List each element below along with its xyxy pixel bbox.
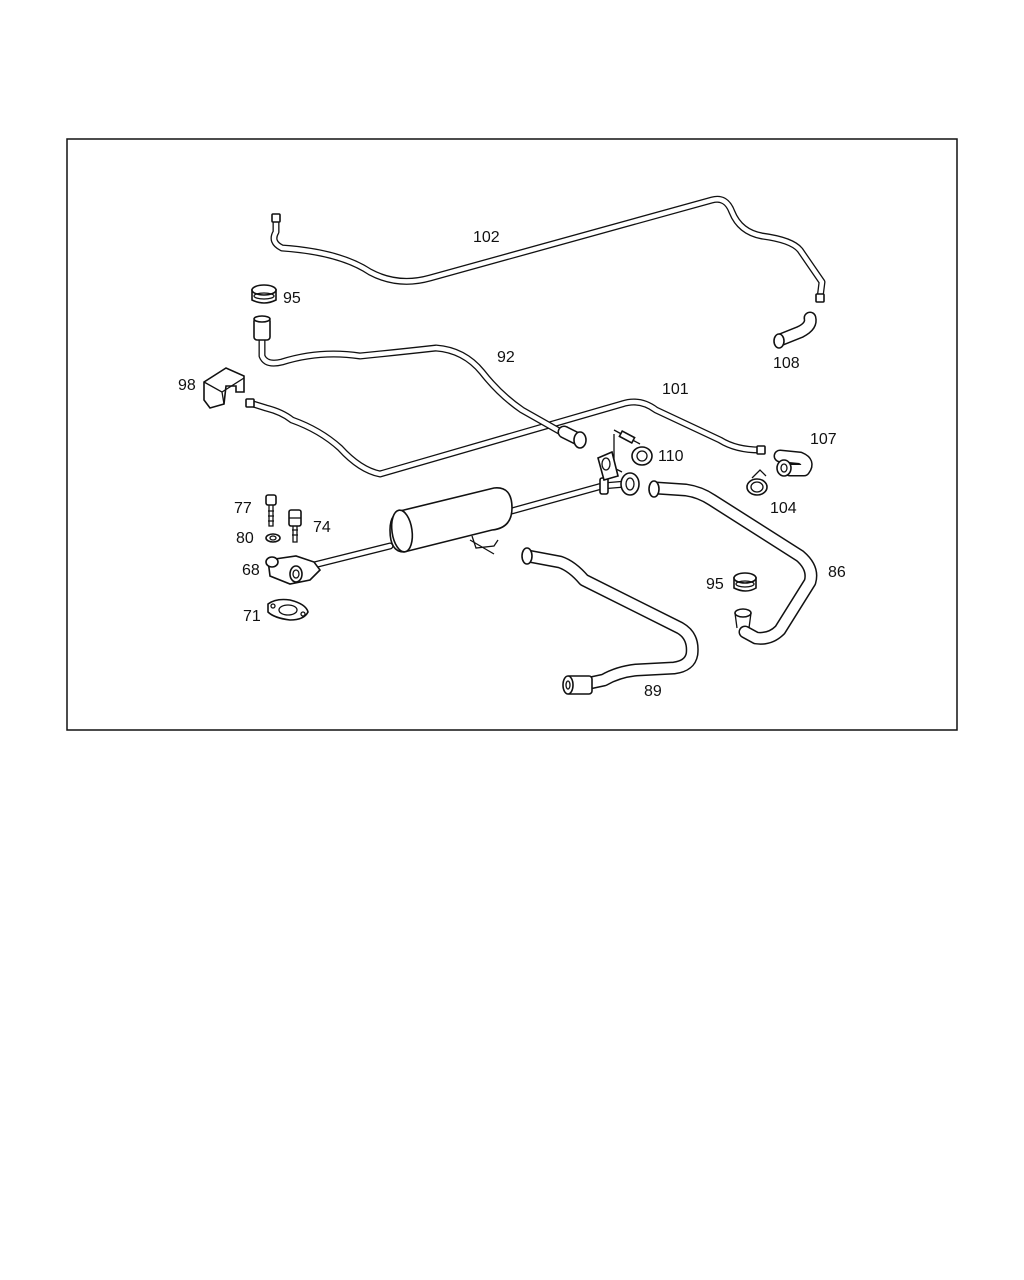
gasket-71[interactable] (267, 598, 309, 621)
hose-107[interactable] (773, 449, 813, 477)
canister[interactable] (306, 450, 640, 570)
callout-110: 110 (658, 448, 684, 465)
callout-98: 98 (178, 377, 196, 394)
callout-107: 107 (810, 431, 837, 448)
callout-95-upper: 95 (283, 290, 301, 307)
clamp-95-lower[interactable] (733, 572, 757, 592)
fitting-74[interactable] (288, 509, 302, 543)
line-101[interactable] (245, 398, 766, 478)
callout-108: 108 (773, 355, 800, 372)
callout-74: 74 (313, 519, 331, 536)
callout-86: 86 (828, 564, 846, 581)
screw-77[interactable] (265, 494, 277, 527)
washer-80[interactable] (265, 533, 281, 543)
callout-77: 77 (234, 500, 252, 517)
callout-89: 89 (644, 683, 662, 700)
callout-92: 92 (497, 349, 515, 366)
callout-80: 80 (236, 530, 254, 547)
bolt-110[interactable] (613, 429, 653, 473)
callout-104: 104 (770, 500, 797, 517)
clamp-95-upper[interactable] (251, 284, 277, 304)
block-98[interactable] (203, 367, 245, 409)
callout-95-lower: 95 (706, 576, 724, 593)
hose-108[interactable] (773, 311, 817, 349)
callout-102: 102 (473, 229, 500, 246)
hose-89[interactable] (521, 547, 699, 695)
clamp-104[interactable] (746, 469, 768, 496)
callout-68: 68 (242, 562, 260, 579)
line-92[interactable] (253, 315, 587, 449)
diagram-frame (66, 138, 958, 731)
hose-86[interactable] (648, 480, 818, 645)
callout-71: 71 (243, 608, 261, 625)
callout-101: 101 (662, 381, 689, 398)
connector-68[interactable] (265, 555, 322, 585)
line-102[interactable] (270, 195, 826, 303)
